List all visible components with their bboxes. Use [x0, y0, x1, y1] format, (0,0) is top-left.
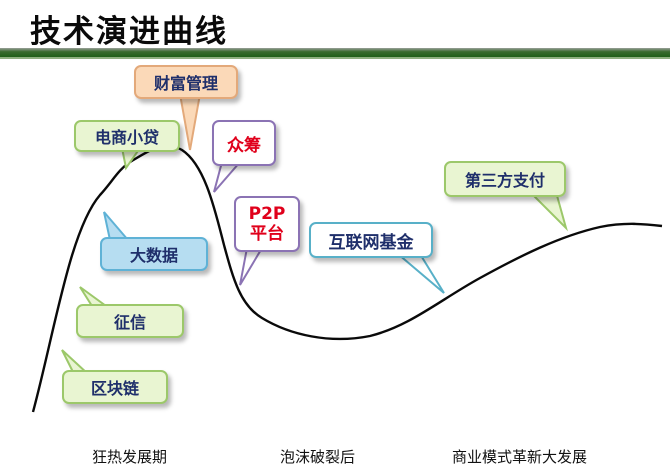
callout-tail-bigdata [103, 211, 131, 241]
callout-wealth-management: 财富管理 [134, 65, 238, 99]
callout-tail-crowdfunding [213, 161, 243, 193]
callout-label: 征信 [113, 313, 146, 332]
callout-tail-p2p [239, 247, 264, 286]
callout-label: 第三方支付 [464, 171, 545, 190]
callout-label: 大数据 [129, 246, 178, 265]
callout-tail-wealth [178, 93, 202, 151]
stage-label-bubble-burst: 泡沫破裂后 [280, 448, 356, 466]
callout-label: 电商小贷 [94, 128, 159, 147]
page-title: 技术演进曲线 [30, 14, 228, 50]
callout-internet-fund: 互联网基金 [309, 222, 433, 258]
callout-p2p-platform: P2P 平台 [234, 196, 300, 252]
callout-label: 财富管理 [153, 74, 218, 93]
callout-tail-payment [527, 191, 568, 232]
callout-label: 互联网基金 [328, 232, 414, 253]
callout-big-data: 大数据 [100, 237, 208, 271]
callout-crowdfunding: 众筹 [212, 120, 276, 166]
callout-tail-fund [395, 253, 445, 294]
hype-curve [31, 144, 663, 413]
callout-credit-reporting: 征信 [76, 304, 184, 338]
callout-label-line2: 平台 [250, 224, 284, 244]
callout-label-line1: P2P [248, 204, 286, 224]
stage-label-business-model: 商业模式革新大发展 [452, 448, 588, 466]
stage-label-frenzy: 狂热发展期 [92, 448, 168, 466]
callout-label: 众筹 [227, 135, 261, 156]
callout-blockchain: 区块链 [62, 370, 168, 404]
callout-label: 区块链 [90, 379, 139, 398]
callout-third-party-payment: 第三方支付 [444, 161, 566, 197]
title-underline [0, 48, 670, 59]
callout-ecommerce-microloan: 电商小贷 [74, 120, 180, 152]
